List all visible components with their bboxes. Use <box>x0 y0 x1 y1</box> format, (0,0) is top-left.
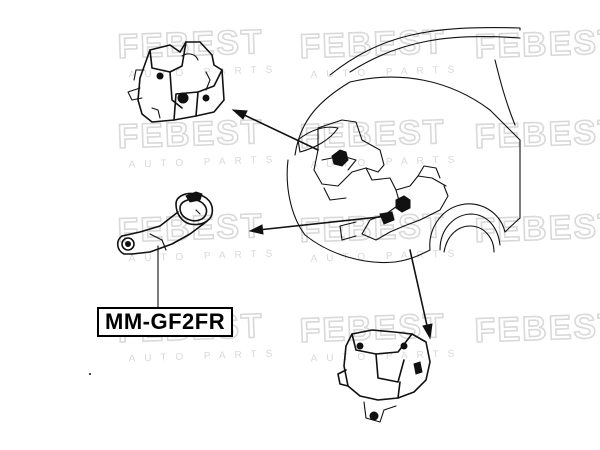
engine-bay-sketch <box>313 119 449 241</box>
watermark-brand-text: FEBEST <box>474 307 600 350</box>
part-number-label: MM-GF2FR <box>97 307 234 337</box>
watermark-upper-right: FEBEST <box>473 112 600 157</box>
watermark-brand-text: FEBEST <box>299 307 446 350</box>
watermark-layer: FEBEST AUTO PARTS FEBEST AUTO PARTS FEBE… <box>116 22 600 365</box>
watermark-lower-middle: FEBEST AUTO PARTS <box>298 306 463 365</box>
top-engine-mount-drawing <box>127 41 225 123</box>
watermark-brand-text: FEBEST <box>117 113 264 156</box>
watermark-brand-text: FEBEST <box>299 113 446 156</box>
arrow-to-bottom-mount <box>409 249 433 340</box>
watermark-center-left: FEBEST AUTO PARTS <box>116 206 281 265</box>
arrow-to-top-mount <box>231 109 319 151</box>
stray-dot-mark <box>89 373 91 375</box>
watermark-top-middle: FEBEST AUTO PARTS <box>298 22 463 81</box>
watermark-tagline-text: AUTO PARTS <box>128 248 281 264</box>
part-number-text: MM-GF2FR <box>105 309 226 334</box>
arrow-to-rear-mount <box>248 215 389 235</box>
watermark-tagline-text: AUTO PARTS <box>128 64 281 80</box>
rear-torque-mount-drawing <box>116 191 214 255</box>
watermark-tagline-text: AUTO PARTS <box>310 64 463 80</box>
watermark-tagline-text: AUTO PARTS <box>128 348 281 364</box>
watermark-lower-right: FEBEST <box>473 306 600 351</box>
watermark-top-left: FEBEST AUTO PARTS <box>116 22 281 81</box>
watermark-brand-text: FEBEST <box>474 23 600 66</box>
watermark-brand-text: FEBEST <box>117 207 264 250</box>
watermark-tagline-text: AUTO PARTS <box>128 154 281 170</box>
watermark-brand-text: FEBEST <box>474 113 600 156</box>
watermark-brand-text: FEBEST <box>299 207 446 250</box>
watermark-tagline-text: AUTO PARTS <box>310 348 463 364</box>
watermark-upper-left: FEBEST AUTO PARTS <box>116 112 281 171</box>
car-front-outline <box>286 26 521 264</box>
bottom-engine-mount-drawing <box>337 329 431 423</box>
watermark-top-right: FEBEST <box>473 22 600 67</box>
watermark-brand-text: FEBEST <box>117 23 264 66</box>
pointer-arrows <box>231 109 433 340</box>
